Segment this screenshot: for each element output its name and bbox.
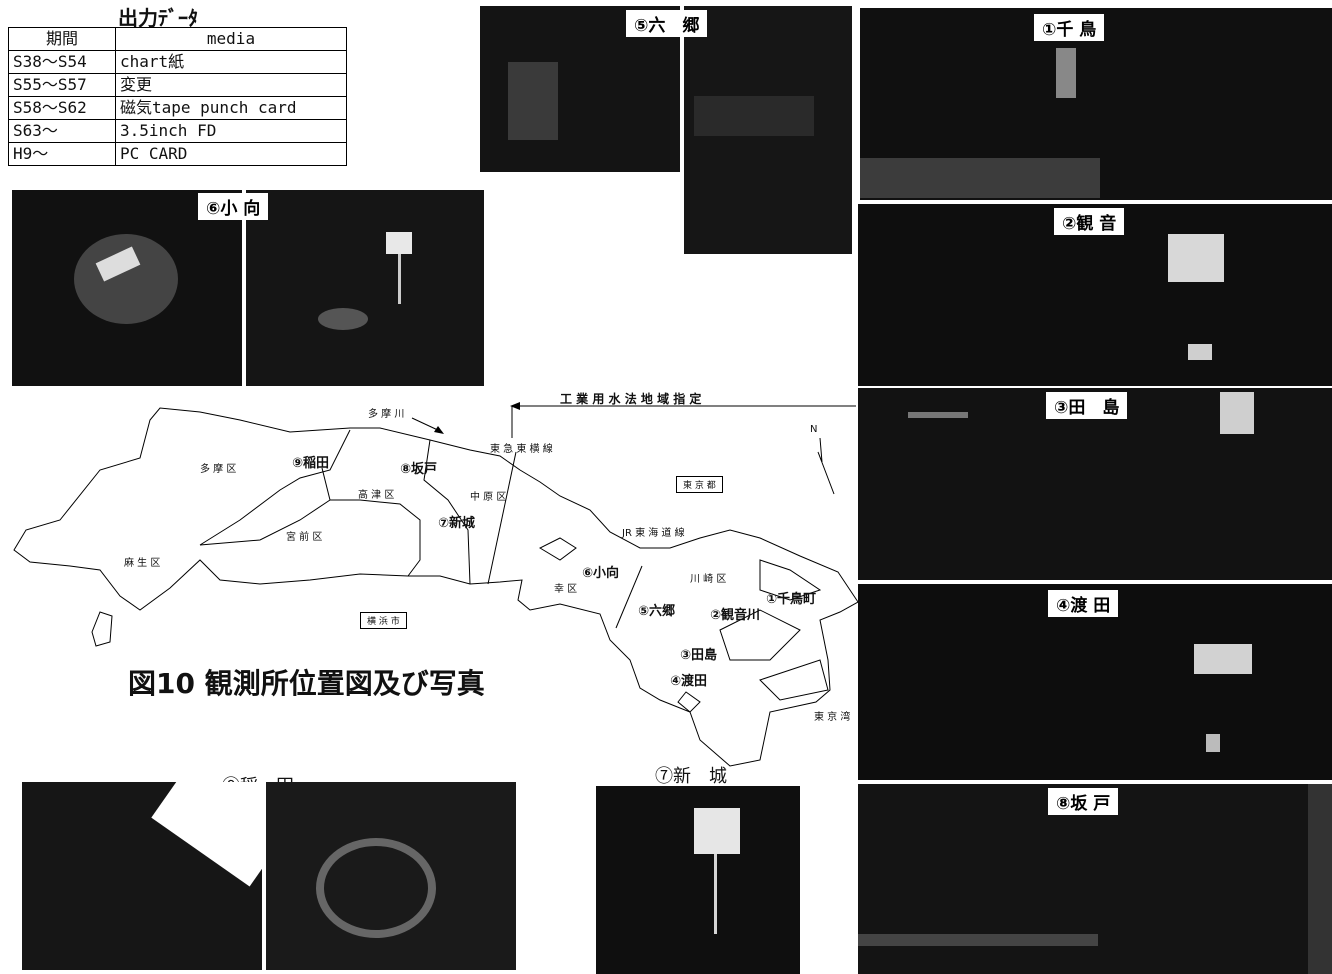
site-inada: ⑨稲田 [292,456,330,471]
period-cell: S63〜 [8,119,116,143]
tokyo-label: 東 京 都 [676,476,723,493]
photo-inada-left [22,782,262,970]
site-kannon: ②観音川 [710,608,761,623]
rail-tokyu-label: 東 急 東 横 線 [490,444,553,455]
table-row: H9〜PC CARD [8,142,347,166]
photo-inada-right [266,782,516,970]
photo-label-shinjo: ⑦新 城 [655,766,727,787]
kawasaki-map [13,402,858,767]
ward-saiwai: 幸 区 [554,584,578,595]
ward-kawasaki: 川 崎 区 [690,574,727,585]
yokohama-label: 横 浜 市 [360,612,407,629]
media-cell: PC CARD [115,142,347,166]
period-cell: S38〜S54 [8,50,116,74]
designation-label: 工 業 用 水 法 地 域 指 定 [560,392,702,406]
ward-takatsu: 高 津 区 [358,490,395,501]
media-table-title: 出力ﾃﾞｰﾀ [118,6,198,30]
photo-sakado [858,784,1332,974]
photo-label-komukai: ⑥小 向 [198,193,269,220]
photo-kannon [858,204,1332,386]
photo-komukai-right [246,190,484,386]
media-table-header: 期間 media [8,27,347,51]
media-cell: 3.5inch FD [115,119,347,143]
photo-rokugo-right [684,6,852,254]
ward-tama: 多 摩 区 [200,464,237,475]
river-label: 多 摩 川 [368,409,405,420]
site-chidori: ①千鳥町 [766,592,817,607]
photo-label-watarida: ④渡 田 [1048,590,1119,617]
site-shinjo: ⑦新城 [438,516,476,531]
bay-label: 東 京 湾 [814,712,851,723]
period-cell: S55〜S57 [8,73,116,97]
site-watarida: ④渡田 [670,674,708,689]
photo-label-tajima: ③田 島 [1046,392,1128,419]
period-cell: S58〜S62 [8,96,116,120]
ward-miyamae: 宮 前 区 [286,532,323,543]
media-cell: 変更 [115,73,347,97]
site-rokugo: ⑤六郷 [638,604,676,619]
site-tajima: ③田島 [680,648,718,663]
header-period: 期間 [8,27,116,51]
photo-label-kannon: ②観 音 [1054,208,1125,235]
table-row: S63〜3.5inch FD [8,119,347,143]
photo-label-rokugo: ⑤六 郷 [626,10,708,37]
ward-nakahara: 中 原 区 [470,492,507,503]
site-komukai: ⑥小向 [582,566,620,581]
photo-shinjo [596,786,800,974]
north-label: N [810,424,818,435]
period-cell: H9〜 [8,142,116,166]
site-sakado: ⑧坂戸 [400,462,438,477]
photo-label-sakado: ⑧坂 戸 [1048,788,1119,815]
photo-komukai-left [12,190,242,386]
photo-tajima [858,388,1332,580]
ward-asao: 麻 生 区 [124,558,161,569]
photo-label-chidori: ①千 鳥 [1034,14,1105,41]
figure-title: 図10 観測所位置図及び写真 [128,667,485,700]
rail-jr-label: JR 東 海 道 線 [622,528,685,539]
